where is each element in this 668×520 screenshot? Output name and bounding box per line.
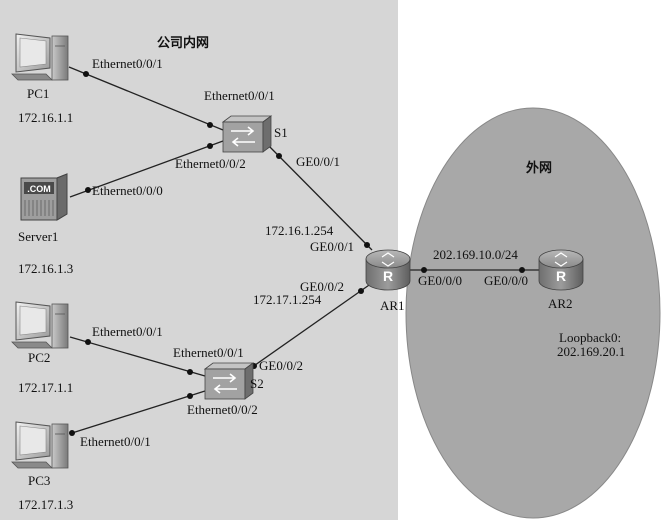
ar1-ip-to-s1: 172.16.1.254	[265, 223, 334, 238]
server-com-icon: .COM	[20, 173, 68, 221]
s1-name: S1	[274, 125, 288, 140]
link-s2-ar1	[247, 282, 373, 371]
port-dot	[421, 267, 427, 273]
server1-ip: 172.16.1.3	[18, 261, 73, 276]
port-dot	[358, 288, 364, 294]
s1-port-to-pc1: Ethernet0/0/1	[204, 88, 275, 103]
ar1-wan-port: GE0/0/0	[418, 273, 462, 288]
s2-uplink-port: GE0/0/2	[259, 358, 303, 373]
svg-text:R: R	[383, 268, 393, 284]
pc3-port-label: Ethernet0/0/1	[80, 434, 151, 449]
link-pc1-s1	[68, 66, 224, 131]
s1-uplink-port: GE0/0/1	[296, 154, 340, 169]
server1-port-label: Ethernet0/0/0	[92, 183, 163, 198]
port-dot	[69, 430, 75, 436]
link-s1-ar1	[262, 139, 373, 251]
port-dot	[187, 393, 193, 399]
s2-name: S2	[250, 376, 264, 391]
switch-icon	[203, 362, 255, 400]
pc2-port-label: Ethernet0/0/1	[92, 324, 163, 339]
pc-computer-icon	[11, 33, 69, 81]
router-icon: R	[538, 249, 584, 291]
port-dot	[83, 71, 89, 77]
ar2-loopback-ip: 202.169.20.1	[557, 344, 625, 359]
link-pc3-s2	[71, 390, 206, 434]
pc2-ip: 172.17.1.1	[18, 380, 73, 395]
pc-computer-icon	[11, 421, 69, 469]
s1-port-to-server1: Ethernet0/0/2	[175, 156, 246, 171]
pc1-ip: 172.16.1.1	[18, 110, 73, 125]
server-screen-text: .COM	[27, 184, 51, 194]
s2-port-to-pc2: Ethernet0/0/1	[173, 345, 244, 360]
link-server1-s1	[69, 140, 224, 198]
ar2-name: AR2	[548, 296, 573, 311]
pc1-name: PC1	[27, 86, 49, 101]
port-dot	[207, 122, 213, 128]
s1-switch[interactable]	[221, 115, 273, 153]
pc3-device[interactable]	[11, 421, 69, 469]
pc3-ip: 172.17.1.3	[18, 497, 73, 512]
port-dot	[519, 267, 525, 273]
ar1-port-to-s2: GE0/0/2	[300, 279, 344, 294]
server1-name: Server1	[18, 229, 58, 244]
pc1-device[interactable]	[11, 33, 69, 81]
ar2-wan-port: GE0/0/0	[484, 273, 528, 288]
s2-port-to-pc3: Ethernet0/0/2	[187, 402, 258, 417]
external-network-zone	[405, 107, 661, 519]
port-dot	[85, 187, 91, 193]
switch-icon	[221, 115, 273, 153]
router-icon: R	[365, 249, 411, 291]
pc1-port-label: Ethernet0/0/1	[92, 56, 163, 71]
wan-network-label: 202.169.10.0/24	[433, 247, 518, 262]
svg-text:R: R	[556, 268, 566, 284]
pc3-name: PC3	[28, 473, 50, 488]
pc2-device[interactable]	[11, 301, 69, 349]
ar1-router[interactable]: R	[365, 249, 411, 291]
port-dot	[187, 369, 193, 375]
link-pc2-s2	[69, 336, 206, 377]
external-zone-title: 外网	[525, 160, 552, 176]
internal-zone-title: 公司内网	[157, 35, 209, 51]
s2-switch[interactable]	[203, 362, 255, 400]
ar1-name: AR1	[380, 298, 405, 313]
port-dots	[69, 71, 525, 436]
pc-computer-icon	[11, 301, 69, 349]
server1-device[interactable]: .COM	[20, 173, 68, 221]
ar1-ip-to-s2: 172.17.1.254	[253, 292, 322, 307]
port-dot	[364, 242, 370, 248]
ar2-router[interactable]: R	[538, 249, 584, 291]
port-dot	[207, 143, 213, 149]
pc2-name: PC2	[28, 350, 50, 365]
ar2-loopback-label: Loopback0:	[559, 330, 621, 345]
port-dot	[85, 339, 91, 345]
ar1-port-to-s1: GE0/0/1	[310, 239, 354, 254]
port-dot	[276, 153, 282, 159]
